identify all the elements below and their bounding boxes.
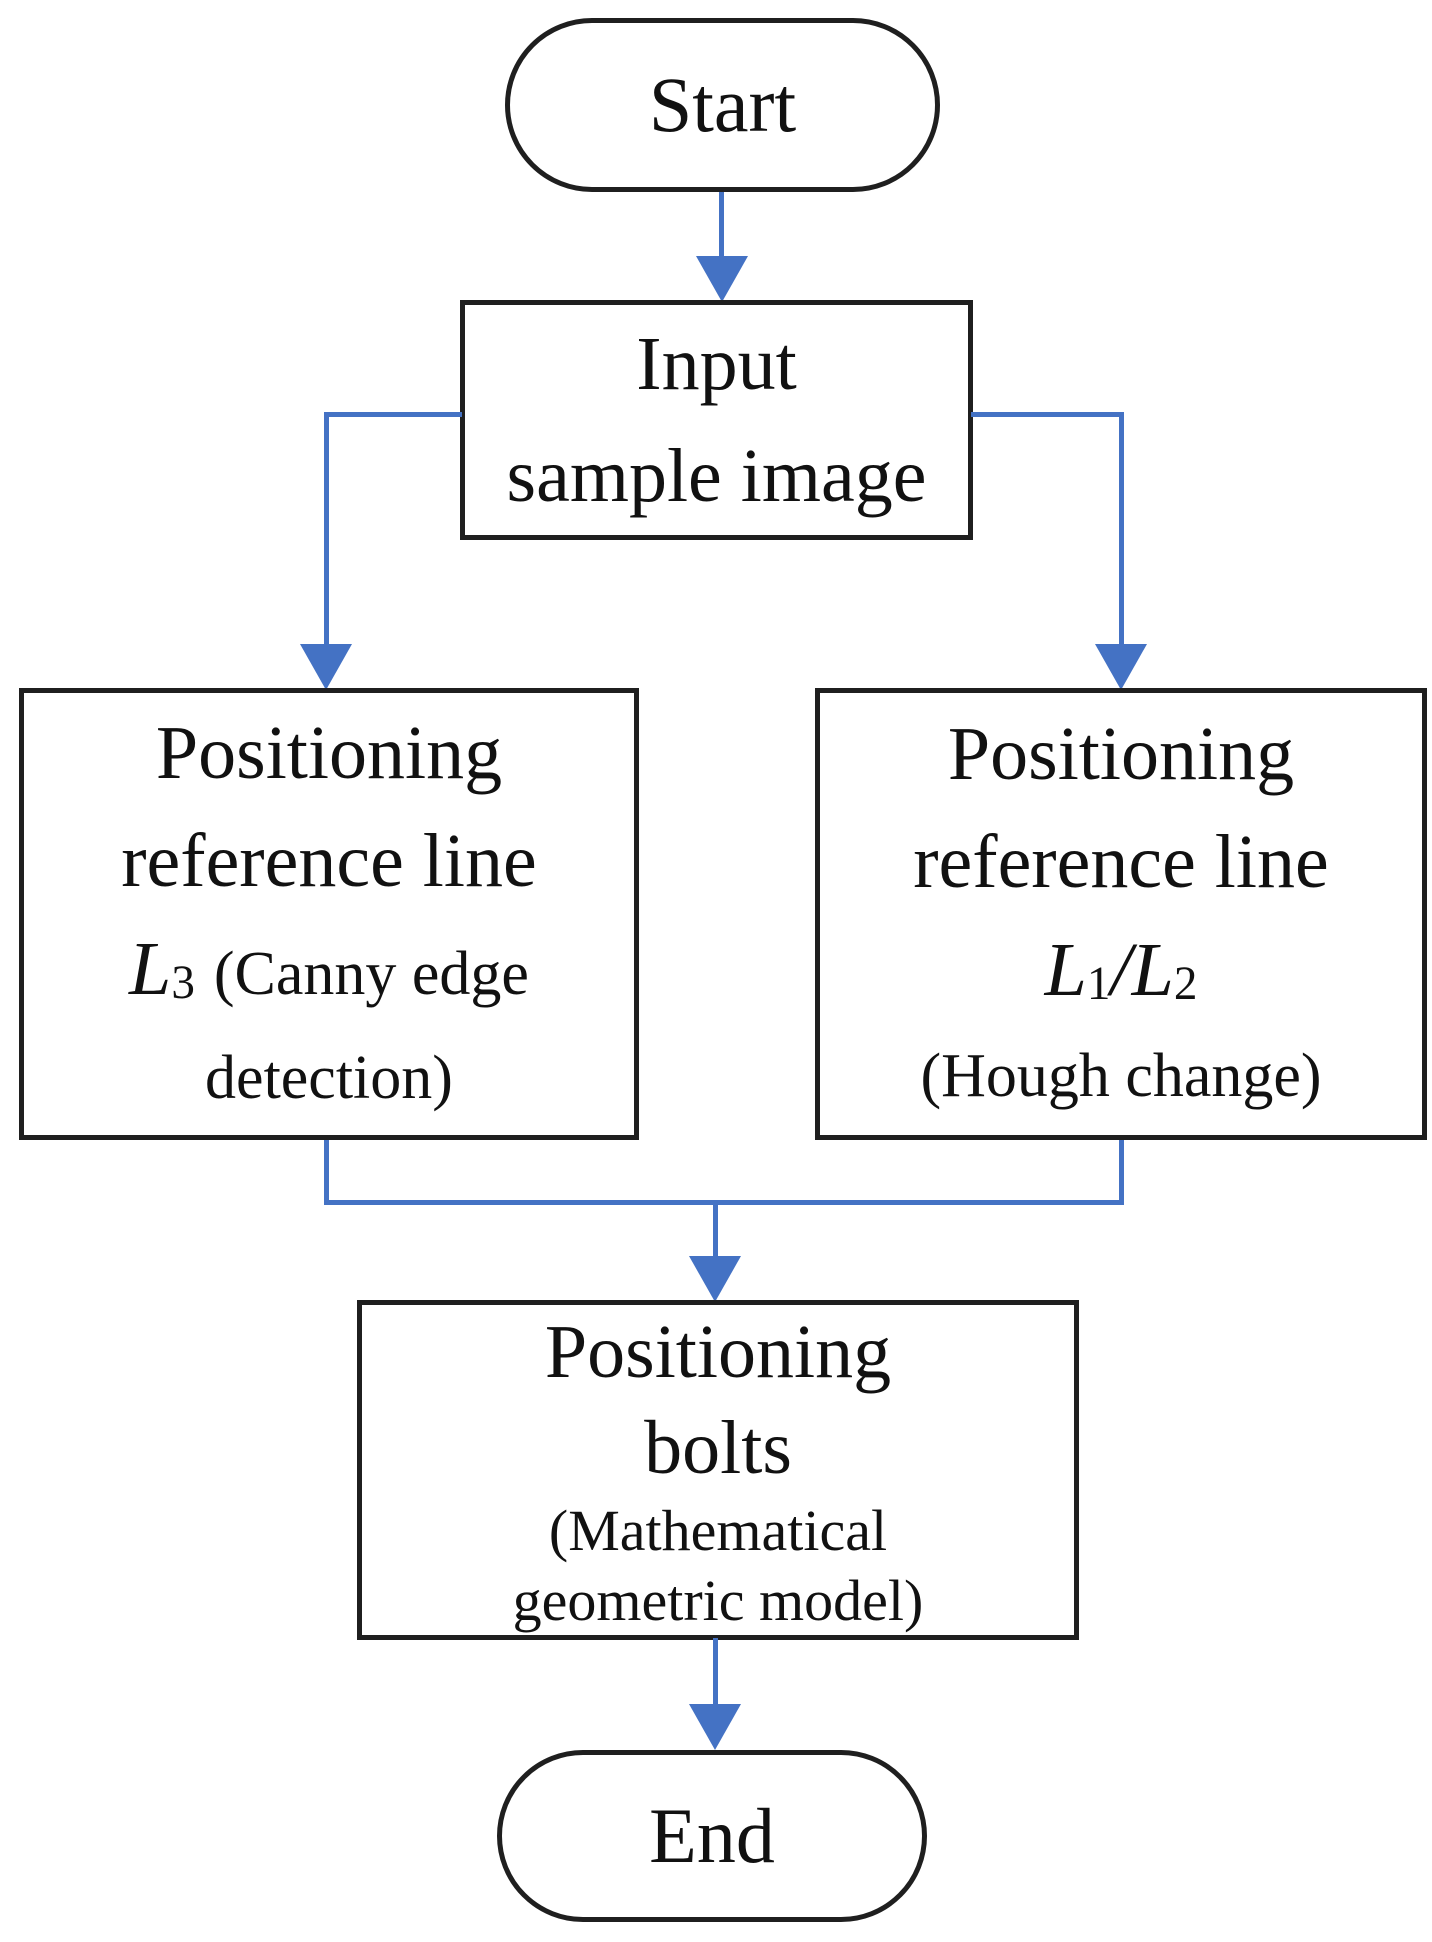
edge-merge-to-bolts-vsegment — [713, 1200, 718, 1258]
merge-hsegment — [324, 1200, 1124, 1205]
edge-left-to-merge-vsegment — [324, 1140, 329, 1205]
end-node: End — [497, 1750, 927, 1922]
left-node-line3: L3 (Canny edge — [129, 915, 529, 1026]
start-label: Start — [648, 61, 797, 148]
variable-l1: L — [1044, 928, 1087, 1012]
end-label: End — [649, 1792, 775, 1879]
bolts-node-line2: bolts — [644, 1406, 792, 1490]
arrowhead-down-icon — [696, 256, 748, 302]
input-node-line1: Input — [636, 322, 797, 406]
edge-input-to-left-vsegment — [324, 412, 329, 644]
variable-l3-subscript: 3 — [171, 956, 195, 1009]
variable-l3: L — [129, 926, 172, 1011]
variable-l2: L — [1131, 928, 1174, 1012]
variable-l1-subscript: 1 — [1086, 957, 1111, 1010]
edge-bolts-to-end-line — [713, 1638, 718, 1706]
formula-slash: / — [1110, 928, 1132, 1012]
left-node-line1: Positioning — [155, 710, 503, 795]
edge-input-to-right-hsegment — [971, 412, 1122, 417]
start-node: Start — [505, 18, 940, 192]
left-node-method-part2: detection) — [205, 1043, 453, 1112]
right-node-formula: L1/L2 — [1045, 916, 1198, 1024]
variable-l2-subscript: 2 — [1173, 957, 1198, 1010]
positioning-bolts-node: Positioning bolts (Mathematical geometri… — [357, 1300, 1079, 1640]
bolts-node-method-part1: (Mathematical — [548, 1498, 888, 1563]
left-node-line2: reference line — [121, 818, 537, 903]
right-node-method: (Hough change) — [920, 1042, 1322, 1110]
edge-start-to-input-line — [719, 192, 724, 258]
bolts-node-method-part2: geometric model) — [512, 1568, 924, 1633]
left-node-method-part1: (Canny edge — [213, 939, 529, 1008]
input-node-line2: sample image — [506, 434, 927, 518]
edge-input-to-right-vsegment — [1119, 412, 1124, 644]
arrowhead-down-icon — [689, 1256, 741, 1302]
input-sample-image-node: Input sample image — [460, 300, 973, 540]
positioning-reference-line-l1-l2-node: Positioning reference line L1/L2 (Hough … — [815, 688, 1427, 1140]
arrowhead-down-icon — [300, 644, 352, 690]
right-node-line2: reference line — [913, 820, 1329, 904]
edge-right-to-merge-vsegment — [1119, 1140, 1124, 1205]
positioning-reference-line-l3-node: Positioning reference line L3 (Canny edg… — [19, 688, 639, 1140]
arrowhead-down-icon — [689, 1704, 741, 1750]
right-node-line1: Positioning — [947, 712, 1295, 796]
arrowhead-down-icon — [1095, 644, 1147, 690]
edge-input-to-left-hsegment — [326, 412, 462, 417]
bolts-node-line1: Positioning — [544, 1310, 892, 1394]
